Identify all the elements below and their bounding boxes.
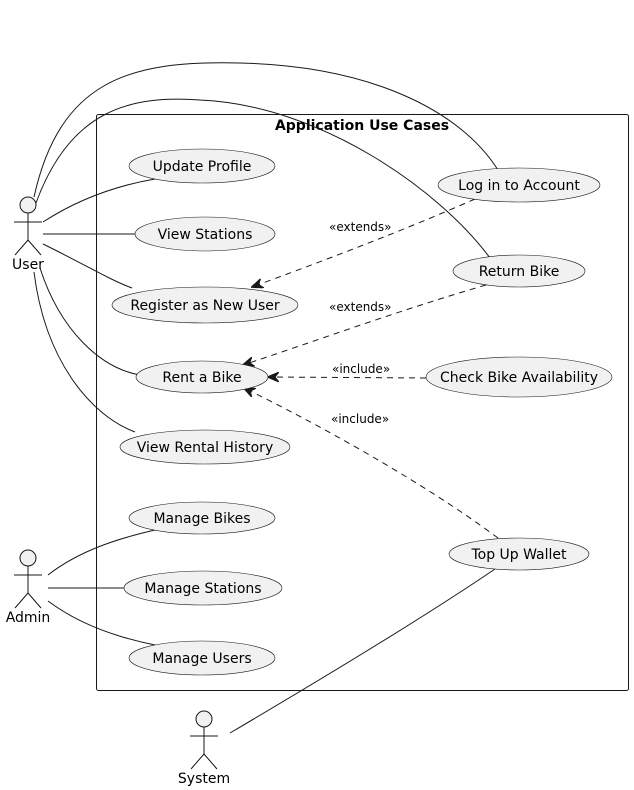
dep-wallet-rent	[244, 388, 499, 539]
use-case-manage-users: Manage Users	[128, 640, 276, 676]
actor-admin-label: Admin	[6, 610, 51, 626]
actor-admin: Admin	[6, 549, 51, 626]
use-case-view-stations: View Stations	[134, 216, 276, 252]
actor-user-label: User	[12, 257, 44, 273]
use-case-top-up-wallet: Top Up Wallet	[448, 537, 590, 571]
stick-figure-icon	[14, 549, 42, 609]
use-case-manage-stations: Manage Stations	[123, 570, 283, 606]
stick-figure-icon	[14, 196, 42, 256]
assoc-admin-manage-users	[47, 600, 156, 646]
stick-figure-icon	[190, 710, 218, 770]
svg-text:Register as New User: Register as New User	[130, 298, 280, 314]
system-boundary	[96, 114, 629, 691]
stereo-check-rent: «include»	[332, 362, 390, 376]
stereo-return-rent: «extends»	[329, 300, 392, 314]
svg-text:Return Bike: Return Bike	[479, 264, 560, 280]
stereo-login-register: «extends»	[329, 220, 392, 234]
svg-text:View Rental History: View Rental History	[137, 440, 273, 456]
dep-return-rent	[243, 284, 487, 365]
stereo-wallet-rent: «include»	[331, 412, 389, 426]
system-boundary-title: Application Use Cases	[275, 118, 449, 134]
assoc-user-view-history	[33, 271, 136, 433]
svg-text:Update Profile: Update Profile	[153, 159, 252, 175]
assoc-user-return-bike	[35, 98, 491, 259]
assoc-user-register	[42, 243, 133, 289]
use-case-update-profile: Update Profile	[128, 148, 276, 184]
svg-text:Check Bike Availability: Check Bike Availability	[440, 370, 598, 386]
use-case-return-bike: Return Bike	[452, 254, 586, 288]
svg-text:Top Up Wallet: Top Up Wallet	[470, 547, 567, 563]
dep-check-rent	[268, 377, 427, 378]
use-case-view-rental-history: View Rental History	[119, 429, 291, 465]
assoc-system-top-up-wallet	[229, 568, 496, 734]
use-case-manage-bikes: Manage Bikes	[128, 501, 276, 535]
svg-text:Manage Bikes: Manage Bikes	[153, 511, 250, 527]
assoc-user-login	[33, 62, 499, 198]
actor-system-label: System	[178, 771, 230, 787]
svg-text:Manage Users: Manage Users	[152, 651, 251, 667]
assoc-user-update-profile	[42, 178, 156, 223]
assoc-user-rent-bike	[39, 267, 141, 376]
assoc-admin-manage-bikes	[47, 529, 156, 576]
use-case-log-in: Log in to Account	[437, 167, 601, 203]
svg-text:View Stations: View Stations	[158, 227, 253, 243]
use-case-register: Register as New User	[111, 286, 299, 324]
svg-text:Manage Stations: Manage Stations	[144, 581, 261, 597]
dep-login-register	[252, 198, 476, 287]
svg-text:Rent a Bike: Rent a Bike	[162, 370, 241, 386]
actor-user: User	[12, 196, 44, 273]
actor-system: System	[178, 710, 230, 787]
use-case-check-availability: Check Bike Availability	[425, 356, 613, 398]
svg-text:Log in to Account: Log in to Account	[458, 178, 580, 194]
use-case-rent-bike: Rent a Bike	[135, 360, 269, 394]
